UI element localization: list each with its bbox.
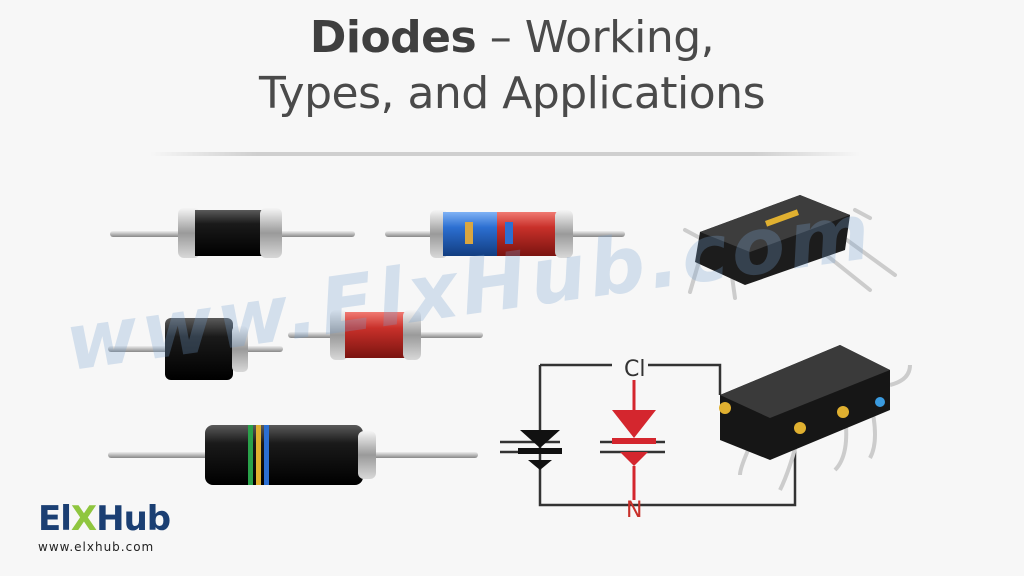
- smd-diode-package-icon: [683, 195, 897, 300]
- black-axial-diode-icon: [110, 208, 355, 258]
- black-small-diode-icon: [108, 318, 283, 380]
- black-long-diode-icon: [108, 425, 478, 485]
- title-divider: [150, 152, 860, 156]
- schematic-top-label: Cl: [624, 357, 645, 382]
- title-line2: Types, and Applications: [259, 68, 766, 119]
- logo-brand-hub: Hub: [96, 499, 171, 539]
- schematic-diode-red-icon: [612, 380, 656, 500]
- elxhub-logo[interactable]: ElXHub www.elxhub.com: [38, 500, 208, 562]
- page-title: Diodes – Working, Types, and Application…: [0, 10, 1024, 122]
- logo-brand-x: X: [70, 499, 97, 539]
- schematic-diode-black-icon: [518, 430, 562, 470]
- logo-url: www.elxhub.com: [38, 540, 155, 554]
- title-bold: Diodes: [309, 12, 477, 63]
- title-rest: – Working,: [476, 12, 715, 63]
- schematic-bottom-label: N: [626, 498, 642, 523]
- blue-red-diode-icon: [385, 210, 625, 258]
- logo-brand: ElXHub: [38, 500, 208, 538]
- large-smd-diode-icon: [719, 345, 912, 491]
- red-glass-diode-icon: [288, 310, 483, 360]
- logo-brand-el: El: [38, 499, 72, 539]
